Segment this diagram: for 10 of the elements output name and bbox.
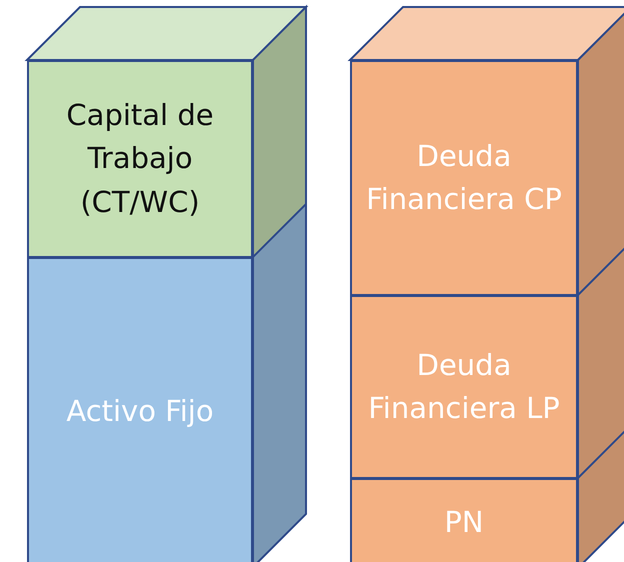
block-label: Deuda Financiera LP (367, 346, 561, 427)
block-label: Activo Fijo (65, 393, 215, 430)
block-front-face (27, 257, 253, 562)
block-label: Capital de Trabajo (CT/WC) (65, 96, 215, 221)
block-front-face (350, 60, 578, 296)
block-label: Deuda Financiera CP (365, 138, 563, 218)
block-label: PN (443, 504, 485, 542)
block-front-face (350, 478, 578, 562)
block-front-face (27, 60, 253, 258)
block-front-face (350, 295, 578, 479)
